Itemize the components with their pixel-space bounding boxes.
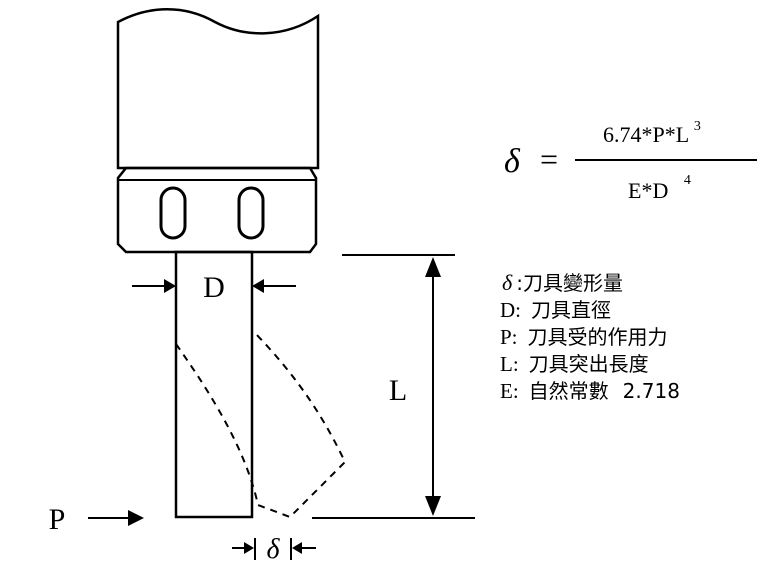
- legend-p-text: 刀具受的作用力: [528, 325, 668, 349]
- label-p: P: [49, 503, 66, 536]
- deflected-tool-outline: [175, 333, 347, 519]
- collet-slot-right: [237, 186, 265, 240]
- d-arrow-left-head: [164, 279, 176, 293]
- l-arrow-top-head: [425, 257, 441, 277]
- legend-l-text: 刀具突出長度: [529, 352, 649, 376]
- legend-p: P: 刀具受的作用力: [500, 325, 668, 349]
- variable-legend: δ :刀具變形量 D: 刀具直徑 P: 刀具受的作用力 L: 刀具突出長度 E:…: [500, 270, 680, 403]
- l-arrow-bottom-head: [425, 496, 441, 516]
- legend-e-symbol: E:: [500, 379, 519, 403]
- legend-delta: δ :刀具變形量: [502, 270, 623, 295]
- d-arrow-right-head: [252, 279, 264, 293]
- legend-d-text: 刀具直徑: [531, 298, 611, 322]
- delta-arrow-left-head: [244, 542, 254, 554]
- legend-e-text: 自然常數: [529, 379, 609, 403]
- spindle-body: [116, 8, 320, 170]
- formula-denominator: E*D 4: [628, 173, 691, 203]
- formula-equals: =: [540, 141, 558, 177]
- legend-e: E: 自然常數 2.718: [500, 379, 680, 403]
- legend-delta-symbol: δ: [502, 270, 513, 295]
- label-l: L: [389, 374, 407, 407]
- legend-e-value: 2.718: [623, 379, 680, 403]
- tool-shank: [174, 250, 254, 519]
- label-delta: δ: [266, 534, 280, 565]
- formula-denominator-base: E*D: [628, 178, 668, 203]
- legend-delta-text: :刀具變形量: [516, 271, 623, 295]
- legend-d: D: 刀具直徑: [500, 298, 611, 322]
- formula-numerator: 6.74*P*L 3: [603, 119, 701, 147]
- p-arrow-head: [128, 510, 144, 526]
- deflection-formula: δ = 6.74*P*L 3 E*D 4: [504, 119, 757, 203]
- formula-numerator-exp: 3: [694, 119, 701, 134]
- formula-lhs: δ: [504, 143, 521, 180]
- delta-arrow-right-head: [292, 542, 302, 554]
- collet-slot-left: [159, 186, 187, 240]
- label-d: D: [203, 271, 225, 304]
- legend-l: L: 刀具突出長度: [500, 352, 649, 376]
- formula-numerator-base: 6.74*P*L: [603, 122, 689, 147]
- legend-d-symbol: D:: [500, 298, 521, 322]
- formula-denominator-exp: 4: [684, 173, 691, 188]
- legend-l-symbol: L:: [500, 352, 519, 376]
- legend-p-symbol: P:: [500, 325, 518, 349]
- collet-nut: [116, 166, 318, 254]
